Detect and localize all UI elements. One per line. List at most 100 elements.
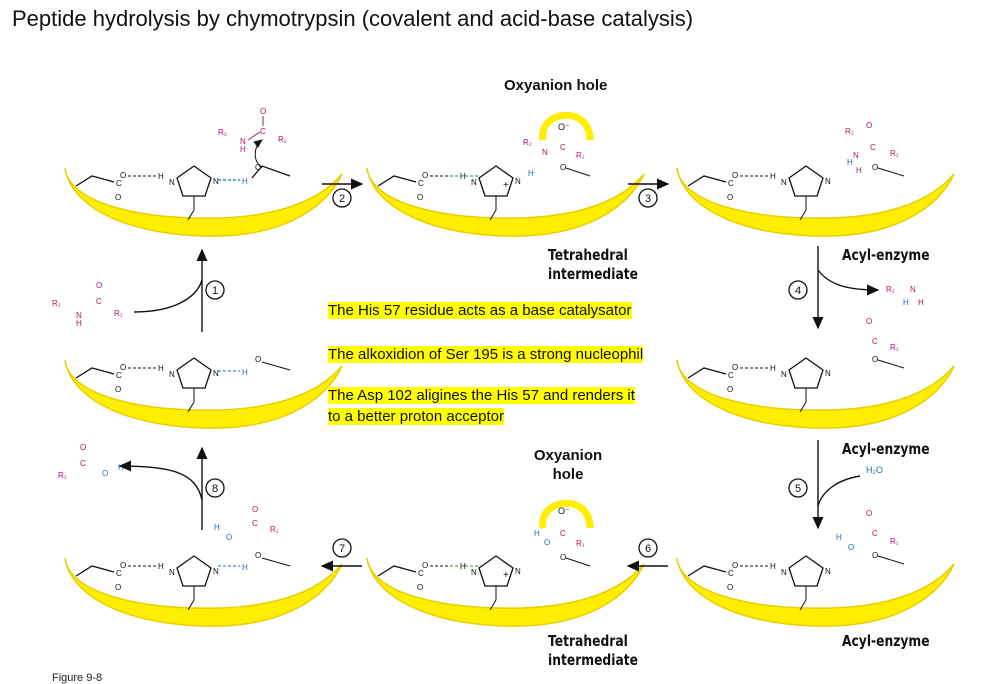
step-5-circle xyxy=(788,478,808,498)
svg-text:C: C xyxy=(872,529,878,538)
svg-text:O: O xyxy=(866,121,872,130)
svg-text:C: C xyxy=(80,459,86,468)
step-8-circle xyxy=(205,478,225,498)
acyl-enzyme-label-2: Acyl-enzyme xyxy=(842,440,930,458)
svg-text:O: O xyxy=(866,509,872,518)
svg-text:O: O xyxy=(260,107,266,116)
enzyme-state-free-middle xyxy=(64,357,343,429)
step-2-label: 2 xyxy=(339,193,345,205)
ser-his-top-left xyxy=(218,165,291,181)
step-5-label: 5 xyxy=(795,483,801,495)
svg-text:O: O xyxy=(80,443,86,452)
svg-text:R₁: R₁ xyxy=(278,135,287,144)
svg-text:O: O xyxy=(560,553,566,562)
svg-text:R₁: R₁ xyxy=(576,539,585,548)
svg-text:+: + xyxy=(503,180,509,191)
step-6-circle xyxy=(638,538,658,558)
oxyanion-hole-label-top: Oxyanion hole xyxy=(504,77,608,94)
svg-text:C: C xyxy=(252,519,258,528)
svg-text:H: H xyxy=(242,563,248,572)
step-4-label: 4 xyxy=(795,285,801,297)
svg-text:N: N xyxy=(542,148,548,157)
note-asp102-line1: The Asp 102 aligines the His 57 and rend… xyxy=(328,385,635,406)
svg-text:H: H xyxy=(242,177,248,186)
note-asp102-text-1: The Asp 102 aligines the His 57 and rend… xyxy=(328,387,635,404)
note-his57: The His 57 residue acts as a base cataly… xyxy=(328,300,632,321)
enzyme-state-tetrahedral-bottom xyxy=(366,555,645,627)
svg-text:C: C xyxy=(96,297,102,306)
note-his57-text: The His 57 residue acts as a base cataly… xyxy=(328,302,632,319)
svg-text:N: N xyxy=(76,311,82,320)
svg-text:C: C xyxy=(560,529,566,538)
svg-text:O: O xyxy=(872,163,878,172)
acyl-enzyme-label-1: Acyl-enzyme xyxy=(842,246,930,264)
svg-text:H: H xyxy=(240,145,246,154)
svg-text:R₂: R₂ xyxy=(845,127,854,136)
svg-text:R₂: R₂ xyxy=(52,299,61,308)
tetrahedral-label-top: Tetrahedral intermediate xyxy=(548,246,638,284)
svg-text:R₂: R₂ xyxy=(523,138,532,147)
svg-text:C: C xyxy=(870,143,876,152)
enzyme-state-tetrahedral-top xyxy=(366,165,645,237)
svg-text:H: H xyxy=(118,463,124,472)
step-2-circle xyxy=(332,188,352,208)
svg-text:R₁: R₁ xyxy=(890,343,899,352)
intermediate-label-line-2: intermediate xyxy=(548,265,638,283)
note-asp102-text-2: to a better proton acceptor xyxy=(328,408,504,425)
enzyme-state-acyl-top xyxy=(676,165,955,237)
svg-text:O: O xyxy=(255,355,261,364)
step-1-circle xyxy=(205,280,225,300)
svg-text:O: O xyxy=(872,355,878,364)
enzyme-state-acyl-bottom xyxy=(676,555,955,627)
svg-text:O: O xyxy=(848,543,854,552)
svg-text:R₂: R₂ xyxy=(218,128,227,137)
svg-text:O: O xyxy=(252,505,258,514)
svg-text:C: C xyxy=(560,143,566,152)
tetrahedral-label-line-1: Tetrahedral xyxy=(548,246,628,264)
acyl-enzyme-label-3: Acyl-enzyme xyxy=(842,632,930,650)
svg-text:C: C xyxy=(260,127,266,136)
svg-text:O: O xyxy=(560,163,566,172)
svg-text:O: O xyxy=(255,551,261,560)
peptide-substrate-top-left: R₂ N H C O R₁ xyxy=(218,107,287,169)
oxyanion-hole-label-bottom: Oxyanion hole xyxy=(528,446,608,484)
tetrahedral-label-bottom: Tetrahedral intermediate xyxy=(548,632,638,670)
tetrahedral-label-line-1-b: Tetrahedral xyxy=(548,632,628,650)
svg-text:O: O xyxy=(226,533,232,542)
step-6-label: 6 xyxy=(645,543,651,555)
svg-text:O⁻: O⁻ xyxy=(558,122,570,132)
svg-text:O: O xyxy=(866,317,872,326)
step-4-circle xyxy=(788,280,808,300)
svg-text:H: H xyxy=(528,169,534,178)
svg-text:H: H xyxy=(918,298,924,307)
note-asp102-line2: to a better proton acceptor xyxy=(328,406,504,427)
svg-text:R₁: R₁ xyxy=(114,309,123,318)
intermediate-label-line-2-b: intermediate xyxy=(548,651,638,669)
svg-text:N: N xyxy=(910,285,916,294)
svg-text:R₂: R₂ xyxy=(886,285,895,294)
step-1-label: 1 xyxy=(212,285,218,297)
svg-text:C: C xyxy=(872,337,878,346)
figure-caption: Figure 9-8 xyxy=(52,672,103,684)
page-title: Peptide hydrolysis by chymotrypsin (cova… xyxy=(12,6,694,31)
svg-text:H: H xyxy=(856,166,862,175)
svg-text:O: O xyxy=(544,538,550,547)
svg-text:H: H xyxy=(836,533,842,542)
svg-text:R₁: R₁ xyxy=(58,471,67,480)
svg-text:R₁: R₁ xyxy=(890,149,899,158)
svg-text:H: H xyxy=(242,368,248,377)
svg-text:R₁: R₁ xyxy=(270,525,279,534)
svg-text:N: N xyxy=(853,151,859,160)
enzyme-state-free-top xyxy=(64,165,343,237)
note-ser195: The alkoxidion of Ser 195 is a strong nu… xyxy=(328,344,644,365)
svg-text:O: O xyxy=(96,281,102,290)
svg-text:O: O xyxy=(872,551,878,560)
svg-text:+: + xyxy=(503,570,509,581)
svg-text:O⁻: O⁻ xyxy=(558,506,570,516)
step-3-label: 3 xyxy=(645,193,651,205)
step-7-label: 7 xyxy=(339,543,345,555)
svg-text:N: N xyxy=(240,137,246,146)
note-ser195-text: The alkoxidion of Ser 195 is a strong nu… xyxy=(328,346,644,363)
svg-text:R₁: R₁ xyxy=(576,151,585,160)
